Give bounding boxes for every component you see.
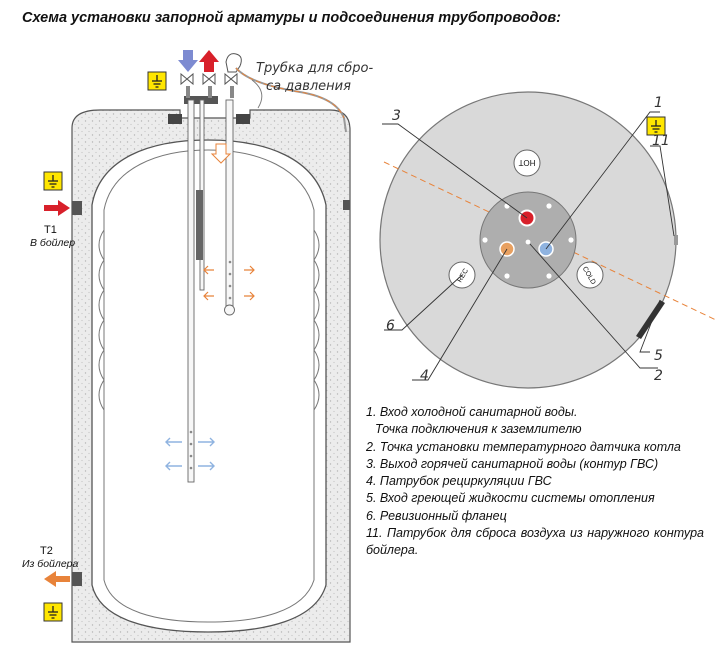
t2-caption: Из бойлера <box>22 558 78 570</box>
recirculation-pipe <box>225 99 234 311</box>
legend-item-1-note: Точка подключения к заземлителю <box>375 422 582 437</box>
relief-valve-icon <box>224 73 238 85</box>
cold-inlet-pipe <box>187 99 195 483</box>
legend: 1. Вход холодной санитарной воды. Точка … <box>366 404 704 560</box>
t1-label: T1 <box>44 224 57 236</box>
callout-6: 6 <box>386 318 395 334</box>
recirc-pipe-end <box>224 304 235 316</box>
legend-item-1: 1. Вход холодной санитарной воды. <box>366 405 578 419</box>
t2-fitting <box>72 572 82 586</box>
pipe-holes <box>189 260 232 470</box>
t1-caption: В бойлер <box>30 237 75 249</box>
top-flange-left <box>168 114 182 124</box>
t2-label: T2 <box>40 545 53 557</box>
callout-1: 1 <box>654 95 663 111</box>
hot-outlet-arrow-icon <box>199 50 219 72</box>
callout-5: 5 <box>654 348 663 364</box>
legend-item-5: 5. Вход греющей жидкости системы отоплен… <box>366 491 655 506</box>
cold-valve-icon <box>180 73 194 85</box>
inflow-arrow-icon <box>210 143 232 164</box>
t1-inlet-arrow-icon <box>44 200 70 216</box>
callout-2: 2 <box>654 368 663 384</box>
tank-inner-contour <box>103 149 315 623</box>
cold-inlet-arrow-icon <box>178 50 198 72</box>
top-view: HOT COLD REC 1 2 3 4 5 6 11 <box>379 91 717 389</box>
page-title: Схема установки запорной арматуры и подс… <box>22 10 561 26</box>
corrugation-left <box>98 229 105 411</box>
legend-item-6: 6. Ревизионный фланец <box>366 508 507 523</box>
callout-3: 3 <box>392 108 401 124</box>
tank-wall <box>91 139 327 633</box>
top-flange-right <box>236 114 250 124</box>
boiler-section: Трубка для сбро- са давления T1 В бойлер… <box>22 50 373 643</box>
heating-inlet-fitting <box>636 300 665 339</box>
t1-fitting <box>72 201 82 215</box>
corrugation-right <box>313 229 320 411</box>
svg-text:HOT: HOT <box>518 158 535 167</box>
legend-item-4: 4. Патрубок рециркуляции ГВС <box>366 474 552 489</box>
ground-icon-t1 <box>43 171 63 191</box>
hot-valve-icon <box>202 73 216 85</box>
relief-label-line2: са давления <box>266 79 351 94</box>
cold-flow-arrows <box>165 437 215 471</box>
t2-outlet-arrow-icon <box>44 571 70 587</box>
legend-item-3: 3. Выход горячей санитарной воды (контур… <box>366 456 659 471</box>
ground-icon-t2 <box>43 602 63 622</box>
flange-bolts <box>482 203 574 279</box>
cold-label: COLD <box>576 261 604 289</box>
ground-icon-top <box>147 71 167 91</box>
legend-item-11: 11. Патрубок для сброса воздуха из наруж… <box>366 526 704 558</box>
callout-lines <box>382 111 675 381</box>
relief-valve-body <box>225 53 242 73</box>
hot-label: HOT <box>513 149 541 177</box>
callout-11: 11 <box>652 133 670 149</box>
callout-4: 4 <box>420 368 429 384</box>
legend-item-2: 2. Точка установки температурного датчик… <box>366 439 681 454</box>
relief-label-line1: Трубка для сбро- <box>256 61 373 76</box>
temperature-sensor <box>196 190 203 260</box>
air-vent-nozzle <box>674 235 678 245</box>
air-vent-fitting <box>343 200 350 210</box>
